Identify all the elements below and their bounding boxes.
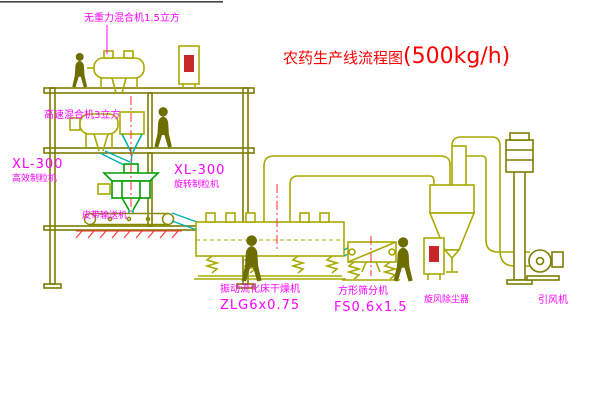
label-dryer-name: 振动流化床干燥机	[220, 284, 300, 295]
high-speed-mixer	[69, 113, 119, 152]
rotary-granulator	[97, 163, 160, 214]
label-granulator-left-name: 高效制粒机	[12, 174, 58, 184]
control-cabinet-top	[178, 45, 200, 88]
label-belt-conveyor: 皮带输送机	[82, 211, 128, 221]
label-sifter-model: FS0.6x1.5	[334, 300, 408, 315]
diagram-title-text: 农药生产线流程图	[283, 49, 404, 67]
centerlines	[130, 96, 372, 276]
worker-figure	[72, 52, 88, 88]
dryer-feed-chute	[171, 212, 198, 231]
label-dryer-model: ZLG6x0.75	[220, 298, 301, 313]
diagram-title: 农药生产线流程图(500kg/h)	[283, 44, 510, 69]
label-fan: 引风机	[538, 295, 568, 306]
fluid-bed-dryer	[194, 212, 346, 280]
label-high-speed-mixer: 高速混合机3立方	[44, 110, 121, 121]
label-sifter-name: 方形筛分机	[338, 286, 388, 297]
worker-figure	[154, 107, 172, 148]
label-cyclone: 旋风除尘器	[424, 295, 470, 305]
cabinet-red-panel	[429, 246, 439, 262]
cyclone-outlet-duct	[451, 136, 530, 267]
square-sifter	[342, 241, 400, 281]
belt-conveyor	[83, 212, 175, 226]
exhaust-duct	[263, 155, 451, 222]
exhaust-stack	[505, 132, 534, 285]
feed-hopper	[119, 111, 145, 153]
gravity-mixer	[87, 50, 145, 94]
induced-draft-fan	[526, 249, 564, 281]
label-granulator-mid-name: 旋转制粒机	[174, 180, 220, 190]
cabinet-red-panel	[184, 55, 194, 72]
cyclone-dust-collector	[428, 184, 476, 273]
label-granulator-mid-model: XL-300	[174, 163, 226, 178]
ground-hatch	[75, 230, 182, 239]
diagram-title-capacity: (500kg/h)	[403, 44, 511, 69]
label-granulator-left-model: XL-300	[12, 157, 64, 172]
control-cabinet-ground	[423, 237, 445, 280]
drawing-border-top	[0, 1, 223, 3]
label-gravity-mixer: 无重力混合机1.5立方	[84, 13, 180, 24]
